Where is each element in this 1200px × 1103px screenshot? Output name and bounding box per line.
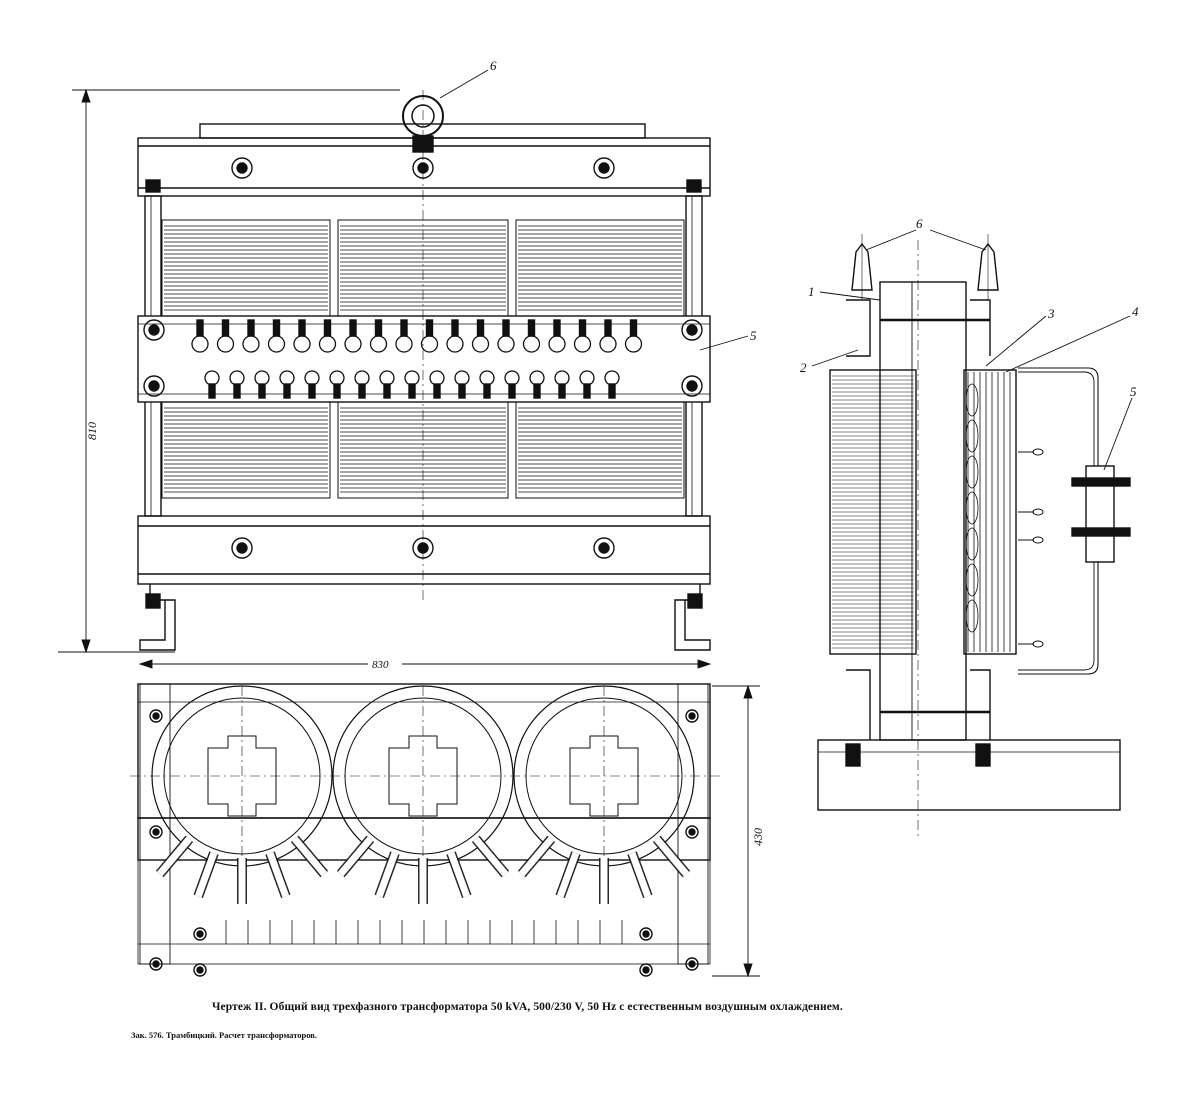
- dimension-label-height: 810: [85, 422, 99, 440]
- callout-front-eye: 6: [490, 58, 497, 73]
- figure-caption: Чертеж II. Общий вид трехфазного трансфо…: [212, 1001, 843, 1013]
- dimension-label-width: 830: [372, 659, 389, 671]
- dimension-label-depth: 430: [751, 828, 765, 846]
- callout-side-2: 2: [800, 360, 807, 375]
- front-elevation: [137, 90, 711, 651]
- side-elevation: [817, 234, 1131, 840]
- callout-side-4: 4: [1132, 304, 1139, 319]
- dimension-depth: [712, 684, 760, 978]
- callout-side-3: 3: [1047, 306, 1055, 321]
- dimension-width: [138, 659, 712, 669]
- dimension-height: [58, 88, 400, 654]
- callout-side-5: 5: [1130, 384, 1137, 399]
- callout-side-6: 6: [916, 216, 923, 231]
- callout-side-1: 1: [808, 284, 815, 299]
- publisher-note: Зак. 576. Трамбицкий. Расчет трансформат…: [131, 1030, 317, 1040]
- callout-front-terminal: 5: [750, 328, 757, 343]
- plan-view: [130, 683, 720, 977]
